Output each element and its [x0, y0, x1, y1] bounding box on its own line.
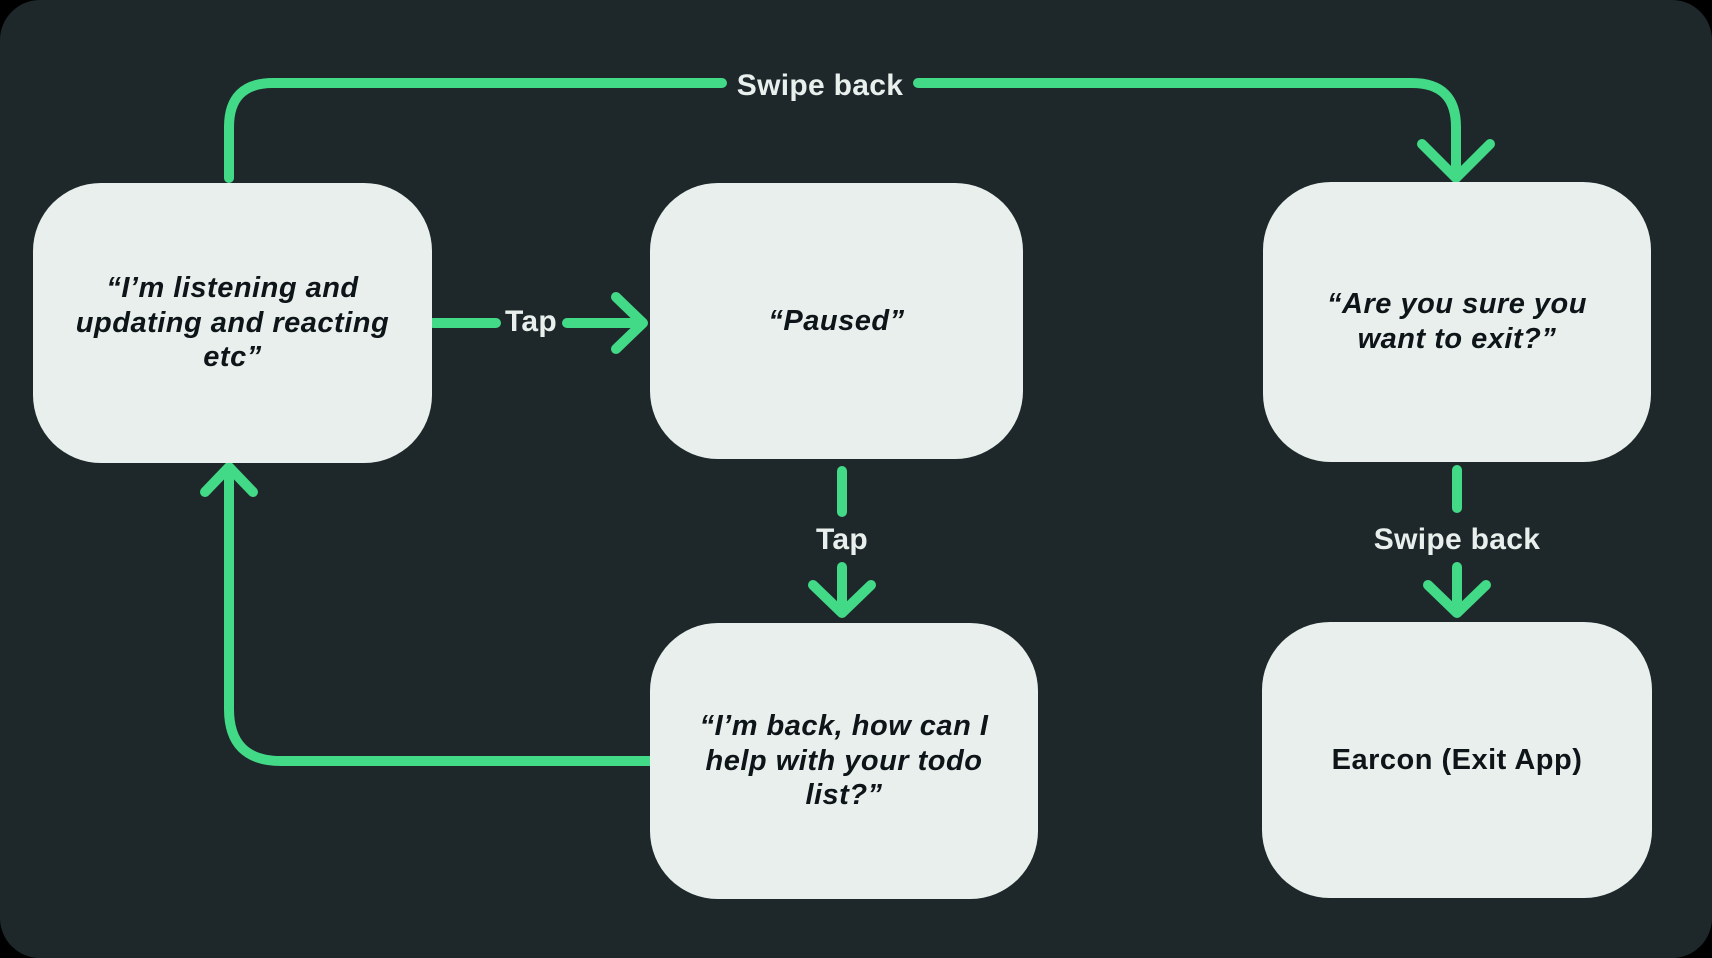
edge-swipe-back-top-line-left [224, 78, 727, 183]
node-paused: “Paused” [650, 183, 1023, 459]
edge-label-tap-resume: Tap [815, 523, 869, 556]
node-exit-confirm: “Are you sure you want to exit?” [1263, 182, 1651, 462]
arrowhead-right-icon [611, 292, 648, 354]
edge-label-tap-pause: Tap [504, 305, 558, 338]
node-listening: “I’m listening and updating and reacting… [33, 183, 432, 463]
node-earcon: Earcon (Exit App) [1262, 622, 1652, 898]
edge-loop-back-line [224, 465, 655, 766]
node-listening-text: “I’m listening and updating and reacting… [75, 271, 390, 374]
arrowhead-down-icon [1423, 580, 1491, 618]
node-paused-text: “Paused” [768, 304, 905, 337]
node-back: “I’m back, how can I help with your todo… [650, 623, 1038, 899]
edge-loop-back [200, 462, 655, 766]
arrowhead-up-icon [200, 462, 258, 497]
arrowhead-down-icon [1417, 139, 1495, 183]
edge-label-swipe-back-exit: Swipe back [1373, 523, 1541, 556]
arrowhead-down-icon [808, 580, 876, 618]
edge-swipe-back-top-line-right [913, 78, 1461, 171]
node-exit-confirm-text: “Are you sure you want to exit?” [1327, 288, 1587, 355]
edge-label-swipe-back-top: Swipe back [736, 69, 904, 102]
node-earcon-text: Earcon (Exit App) [1331, 743, 1583, 776]
node-back-text: “I’m back, how can I help with your todo… [699, 709, 989, 812]
